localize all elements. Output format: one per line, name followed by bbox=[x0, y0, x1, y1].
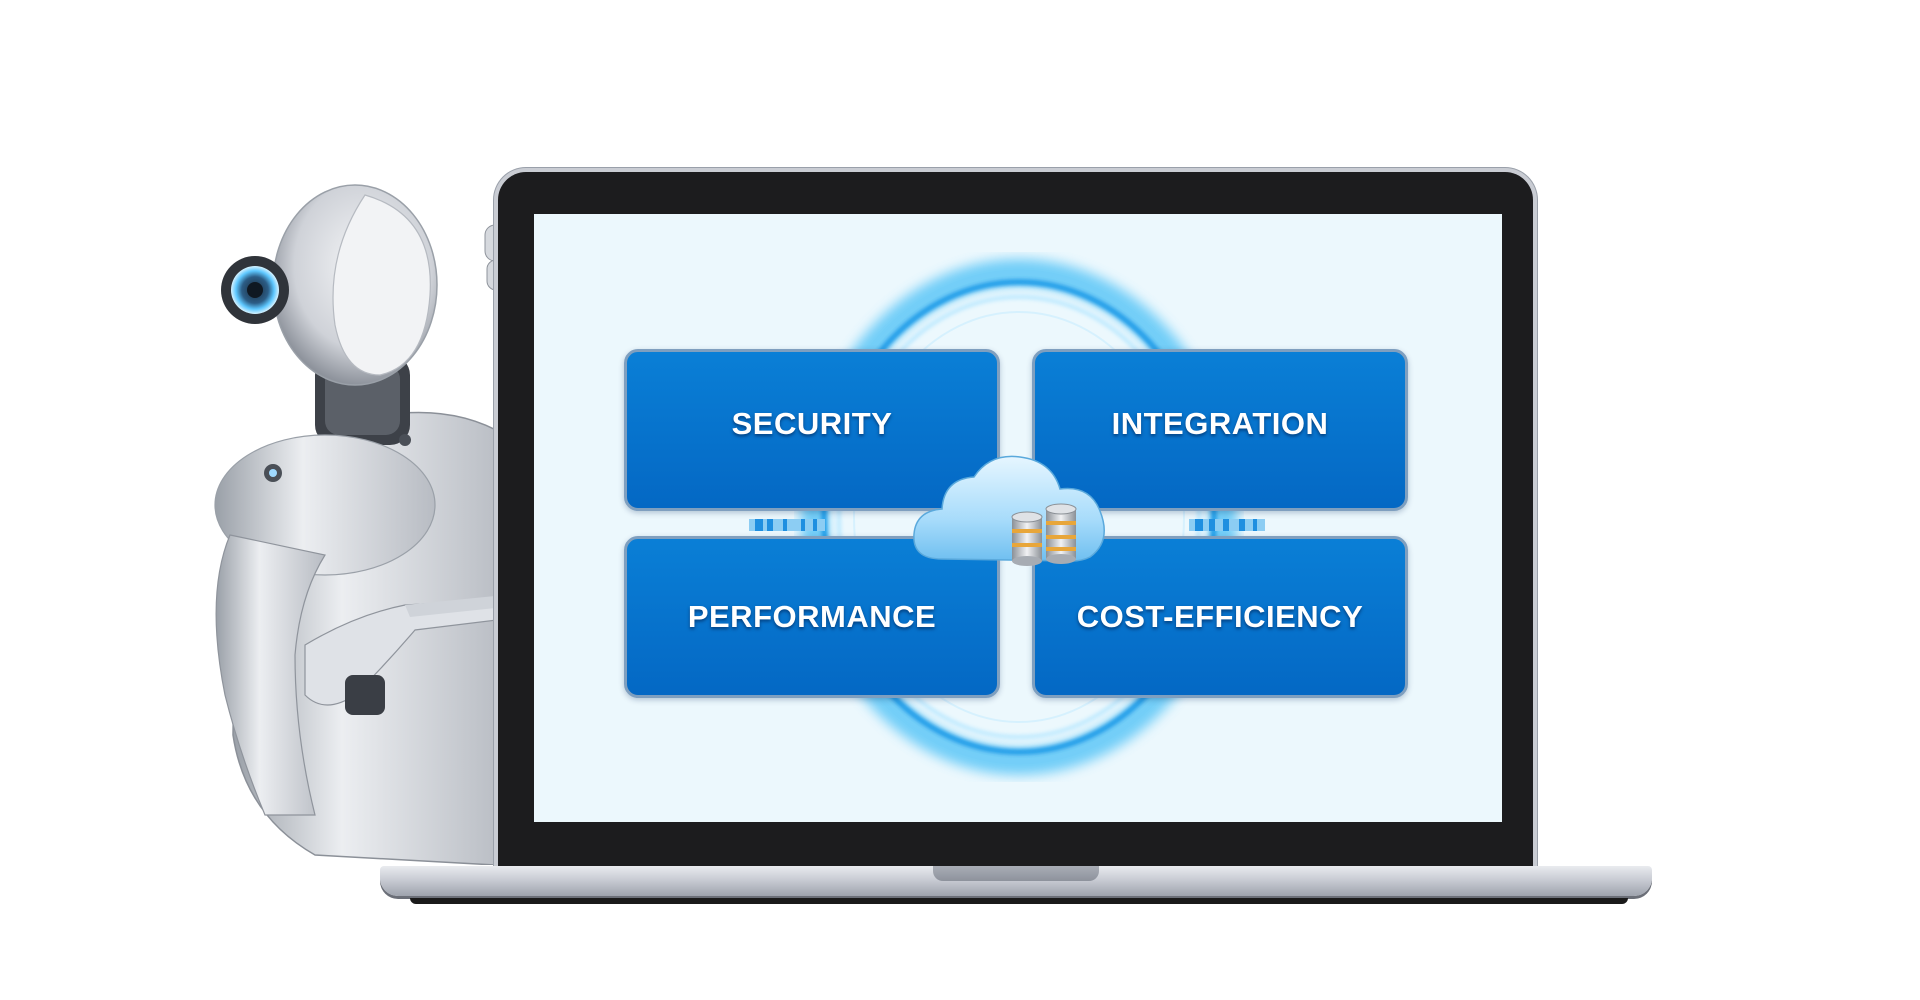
tile-security: SECURITY bbox=[624, 349, 1000, 511]
tile-performance-label: PERFORMANCE bbox=[687, 599, 937, 634]
robot-illustration bbox=[214, 184, 508, 865]
tile-cost-efficiency-label: COST-EFFICIENCY bbox=[1076, 599, 1364, 634]
connector-right bbox=[1189, 516, 1265, 534]
tile-performance: PERFORMANCE bbox=[624, 536, 1000, 698]
tile-security-label: SECURITY bbox=[731, 406, 893, 441]
tile-integration: INTEGRATION bbox=[1032, 349, 1408, 511]
connector-left bbox=[749, 516, 825, 534]
laptop-notch bbox=[933, 866, 1099, 881]
tile-cost-efficiency: COST-EFFICIENCY bbox=[1032, 536, 1408, 698]
laptop-screen: SECURITY INTEGRATION PERFORMANCE COST-EF… bbox=[534, 214, 1502, 822]
laptop-base-shadow bbox=[410, 898, 1628, 904]
robot-figure bbox=[205, 175, 535, 865]
tile-integration-label: INTEGRATION bbox=[1111, 406, 1329, 441]
cloud-database-icon bbox=[912, 449, 1112, 574]
laptop-base bbox=[380, 866, 1652, 896]
glow-ring-art bbox=[801, 259, 1237, 775]
glow-ring bbox=[794, 252, 1244, 782]
laptop-lid: SECURITY INTEGRATION PERFORMANCE COST-EF… bbox=[498, 172, 1533, 872]
